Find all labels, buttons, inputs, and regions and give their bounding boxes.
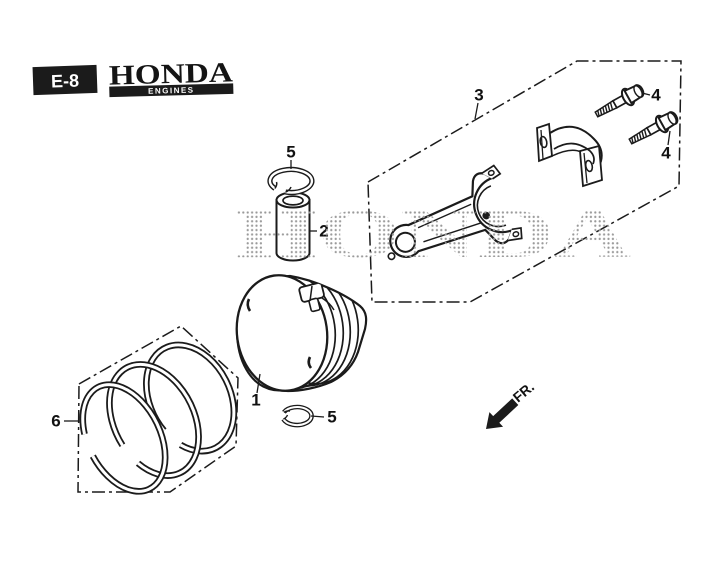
callout-5-top: 5 xyxy=(286,143,295,162)
callout-4-upper: 4 xyxy=(651,86,661,105)
callout-5-bottom: 5 xyxy=(327,408,336,427)
brand-engines-bar xyxy=(109,83,234,98)
page-code-text: E-8 xyxy=(51,71,80,92)
callout-1: 1 xyxy=(251,391,260,410)
page-code-badge: E-8 xyxy=(32,64,98,96)
bolt-upper-drawing xyxy=(594,84,645,118)
callout-leaders xyxy=(64,92,671,422)
crown-highlight-mark xyxy=(246,298,252,312)
piston-pin-drawing xyxy=(275,191,311,262)
ring-set-drawing xyxy=(79,341,238,495)
watermark-text: HONDA xyxy=(235,196,632,273)
callout-4-lower: 4 xyxy=(661,144,671,163)
fr-direction-indicator: FR. xyxy=(486,379,537,429)
page-code-box xyxy=(32,64,98,96)
bolt-lower-drawing xyxy=(628,111,679,145)
rod-small-end-bore xyxy=(394,231,416,253)
crown-highlight-mark xyxy=(307,356,313,369)
brand-engines-text: ENGINES xyxy=(148,86,195,96)
pin-clip-top-drawing xyxy=(267,166,315,196)
group-boundary-ring-set xyxy=(77,325,239,493)
fr-arrow-icon xyxy=(486,398,519,429)
piston-crown xyxy=(235,274,329,392)
callout-2: 2 xyxy=(319,222,328,241)
rod-oil-hole xyxy=(482,211,491,220)
piston-ring-second xyxy=(106,361,202,479)
piston-ring-top xyxy=(143,341,238,455)
connecting-rod-drawing xyxy=(387,164,523,261)
pin-clip-bottom-drawing xyxy=(281,404,314,428)
group-boundary-connecting-rod xyxy=(367,60,682,303)
callout-6: 6 xyxy=(51,412,60,431)
callout-3: 3 xyxy=(474,86,483,105)
brand-logo: HONDA ENGINES xyxy=(109,57,234,98)
piston-ring-oil xyxy=(79,381,169,495)
piston-drawing xyxy=(235,274,368,393)
rod-cap-drawing xyxy=(536,122,603,188)
piston-pin-boss-detail xyxy=(298,282,335,313)
